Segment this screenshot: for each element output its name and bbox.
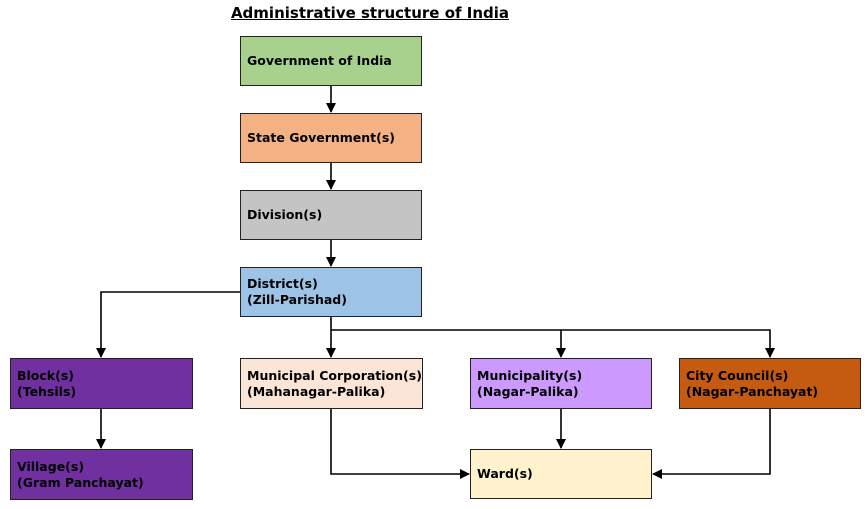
edge-council-ward [652,409,771,479]
node-label: District(s) [247,276,318,291]
node-municipality: Municipality(s) (Nagar-Palika) [470,358,652,409]
node-label: Municipal Corporation(s) [247,367,422,383]
node-label: State Government(s) [247,130,395,145]
node-state-government: State Government(s) [240,113,422,163]
diagram-title: Administrative structure of India [230,4,510,22]
node-label: Block(s) [17,367,74,383]
node-city-council: City Council(s) (Nagar-Panchayat) [679,358,861,409]
node-label: Government of India [247,53,392,68]
edge-branch-council [561,329,775,358]
node-sublabel: (Nagar-Panchayat) [686,383,819,399]
node-district: District(s) (Zill-Parishad) [240,267,422,317]
node-village: Village(s) (Gram Panchayat) [10,449,193,500]
node-municipal-corporation: Municipal Corporation(s) (Mahanagar-Pali… [240,358,423,409]
node-sublabel: (Nagar-Palika) [477,383,579,399]
edge-corporation-ward [330,409,470,479]
node-ward: Ward(s) [470,449,652,499]
node-sublabel: (Gram Panchayat) [17,474,144,490]
node-sublabel: (Tehsils) [17,383,77,399]
edge-district-block [96,291,240,358]
node-division: Division(s) [240,190,422,240]
node-label: City Council(s) [686,367,789,383]
node-label: Village(s) [17,458,85,474]
node-label: Ward(s) [477,466,533,481]
node-label: Division(s) [247,207,323,222]
node-sublabel: (Zill-Parishad) [247,292,347,307]
node-label: Municipality(s) [477,367,583,383]
node-sublabel: (Mahanagar-Palika) [247,383,386,399]
node-block: Block(s) (Tehsils) [10,358,193,409]
node-government-of-india: Government of India [240,36,422,86]
edge-branch-municipality [331,329,566,358]
